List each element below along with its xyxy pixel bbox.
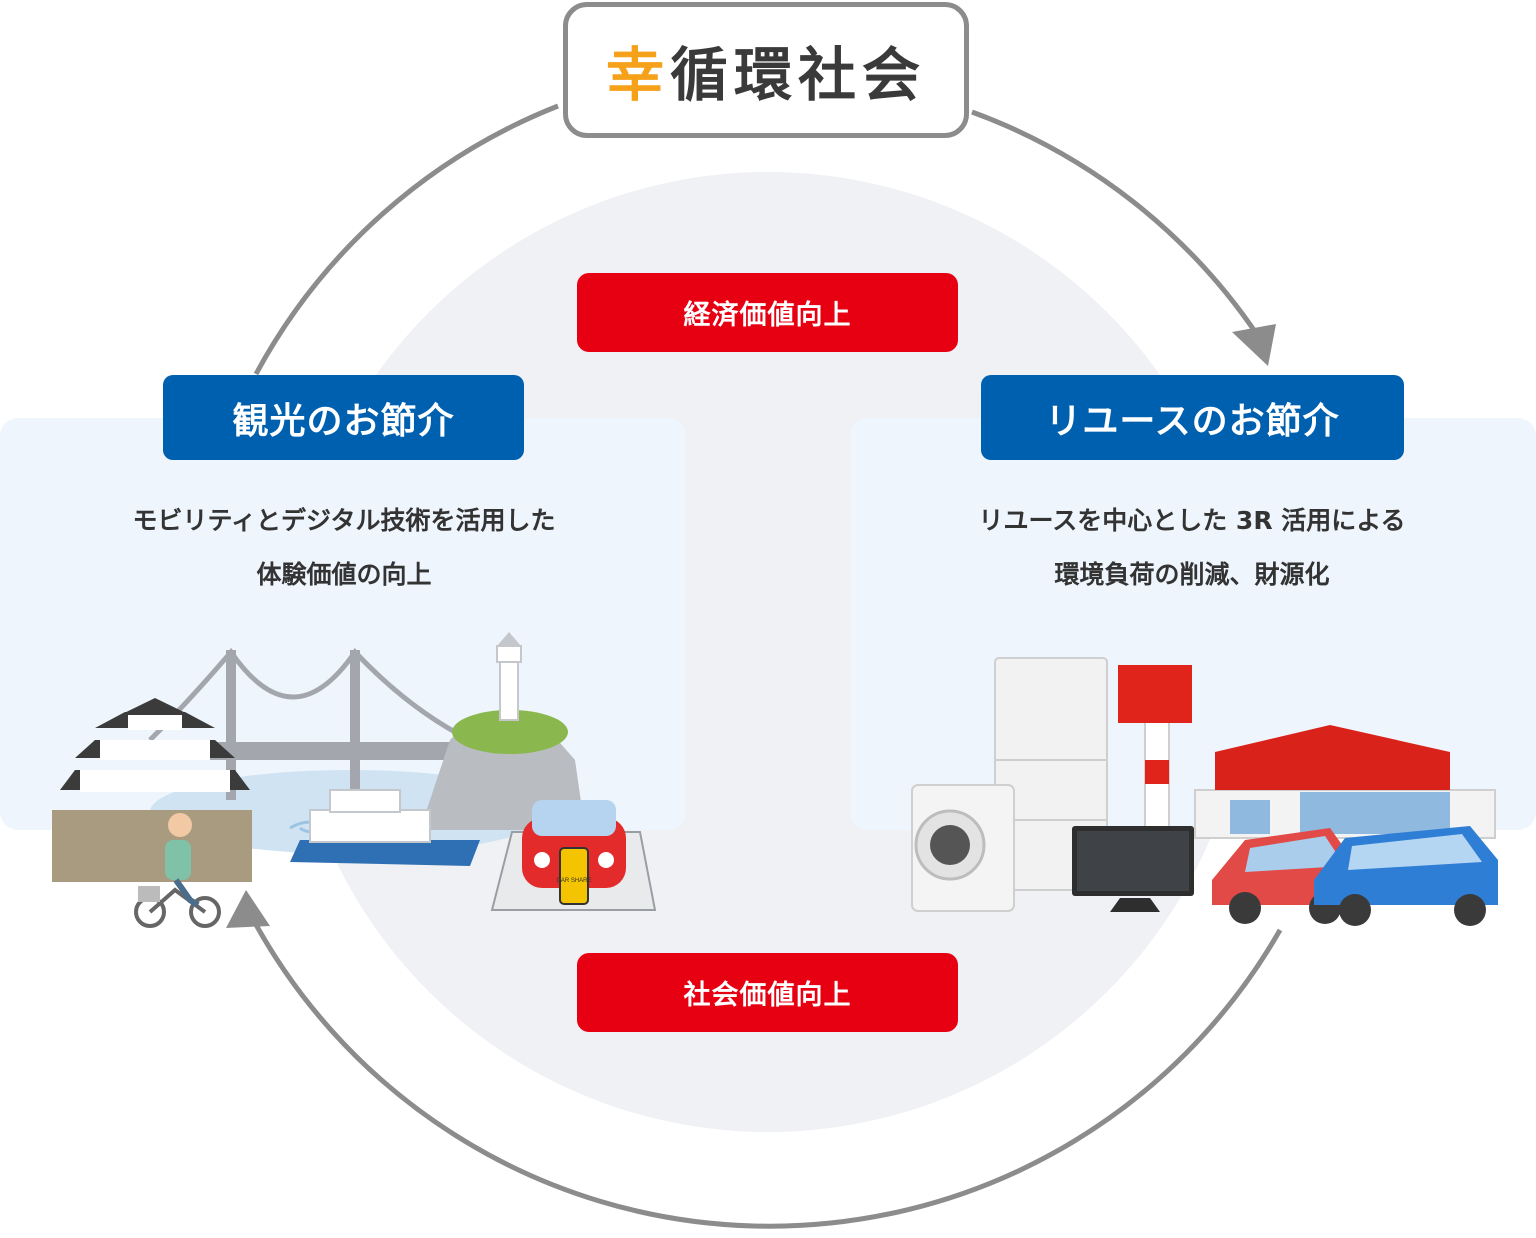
- reuse-desc-line-2: 環境負荷の削減、財源化: [1054, 560, 1330, 589]
- arc-top-left: [253, 103, 559, 376]
- tourism-desc-line-2: 体験価値の向上: [256, 560, 432, 589]
- tourism-label: 観光のお節介: [163, 375, 524, 460]
- ferry-icon: [290, 789, 480, 866]
- shop-building-icon: [1194, 725, 1496, 839]
- reuse-desc-line-1: リユースを中心とした 3R 活用による: [978, 506, 1406, 535]
- social-value-badge: 社会価値向上: [577, 953, 958, 1032]
- arrow-head-left-icon: [226, 890, 270, 928]
- tourism-desc-line-1: モビリティとデジタル技術を活用した: [132, 506, 556, 535]
- washing-machine-icon: [911, 784, 1015, 912]
- reuse-label: リユースのお節介: [981, 375, 1404, 460]
- title-accent-char: 幸: [605, 41, 670, 109]
- reuse-description: リユースを中心とした 3R 活用による 環境負荷の削減、財源化: [882, 494, 1502, 602]
- title-rest: 循環社会: [670, 41, 927, 109]
- castle-icon: [52, 698, 252, 882]
- tourism-description: モビリティとデジタル技術を活用した 体験価値の向上: [34, 494, 654, 602]
- arrow-head-right-icon: [1232, 324, 1276, 366]
- arc-bottom: [241, 900, 1283, 1229]
- lighthouse-icon: [496, 632, 522, 721]
- car-share-icon: CAR SHARE: [490, 800, 657, 911]
- economic-value-badge: 経済価値向上: [577, 273, 958, 352]
- blue-car-icon: [1314, 826, 1498, 926]
- cyclist-icon: [134, 813, 221, 928]
- page-title: 幸循環社会: [563, 2, 969, 138]
- arc-top-right: [971, 109, 1261, 338]
- television-icon: [1072, 826, 1194, 912]
- car-share-sign: CAR SHARE: [556, 878, 591, 884]
